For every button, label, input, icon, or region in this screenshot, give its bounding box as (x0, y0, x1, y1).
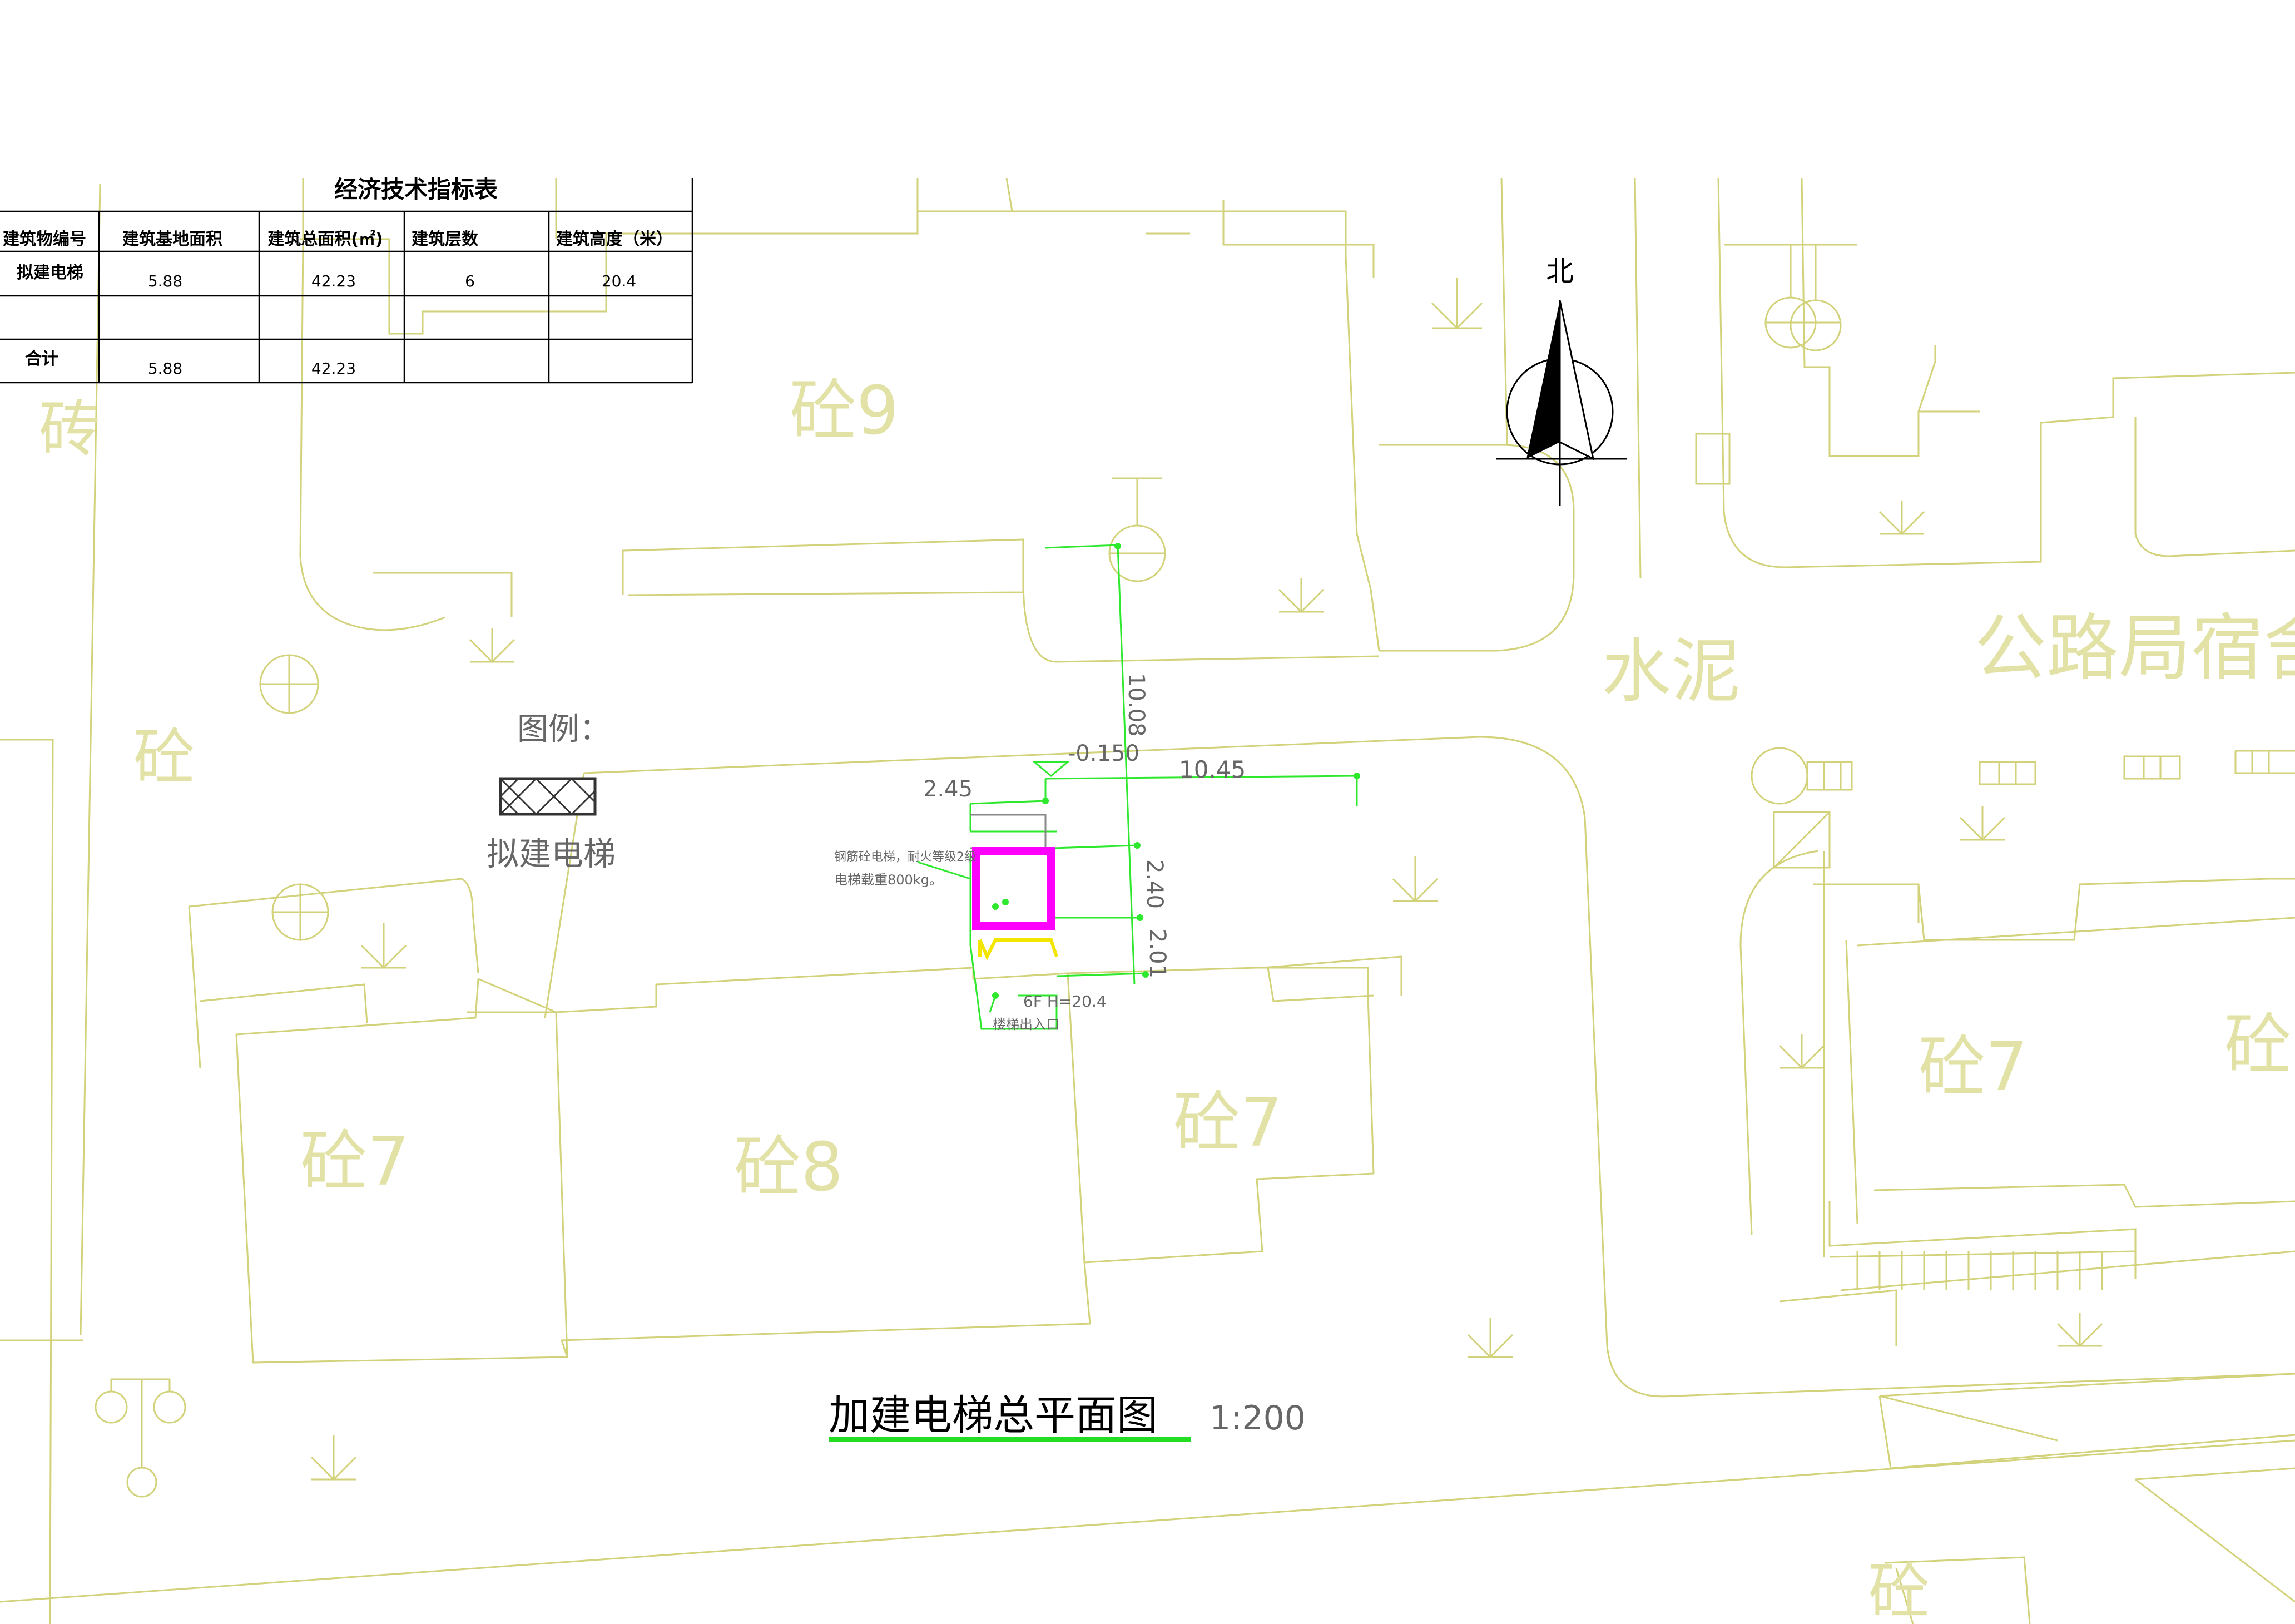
building-labels: 砼9 砼7 砼8 砼7 砼7 砼8 砼 砖 砼 水泥 公路局宿舍 (39, 373, 2295, 1624)
table-cell: 5.88 (148, 272, 182, 290)
drawing-title: 加建电梯总平面图 (829, 1392, 1158, 1439)
table-cell: 42.23 (311, 272, 356, 290)
indicator-table: 经济技术指标表 建筑物编号 建筑基地面积 建筑总面积(㎡) 建筑层数 建筑高度（… (0, 176, 693, 384)
drawing-scale: 1:200 (1210, 1399, 1306, 1438)
table-cell: 6 (465, 272, 475, 290)
building-label: 砼7 (300, 1123, 409, 1201)
table-cell: 拟建电梯 (17, 263, 83, 283)
area-label-dormitory: 公路局宿舍 (1974, 606, 2295, 690)
building-label: 砼 (133, 722, 195, 793)
building-label: 砼8 (734, 1129, 843, 1206)
proposed-elevator (972, 847, 1055, 930)
table-cell: 合计 (25, 349, 58, 369)
building-label: 砖 (39, 394, 100, 465)
dim-text: 10.08 (1123, 673, 1149, 737)
building-label: 砼8 (2224, 1007, 2295, 1084)
legend: 图例： 拟建电梯 (487, 711, 616, 873)
table-header: 建筑物编号 (3, 230, 86, 249)
table-title: 经济技术指标表 (334, 176, 498, 203)
building-label: 砼7 (1919, 1029, 2028, 1106)
drawing-title-block: 加建电梯总平面图 1:200 (829, 1392, 1306, 1442)
site-linework (0, 177, 2295, 1624)
table-header: 建筑层数 (412, 230, 479, 249)
building-label: 砼 (1868, 1556, 1930, 1624)
elevator-note: 钢筋砼电梯，耐火等级2级 (834, 850, 977, 864)
dim-text: 2.45 (923, 776, 973, 802)
table-cell: 20.4 (602, 272, 636, 290)
title-underline (829, 1437, 1191, 1442)
table-cell: 42.23 (311, 359, 356, 378)
entrance-label: 楼梯出入口 (993, 1017, 1059, 1032)
north-label: 北 (1546, 255, 1574, 288)
legend-label: 拟建电梯 (487, 835, 616, 873)
dim-text: 2.40 (1142, 859, 1167, 909)
dim-text: 10.45 (1179, 756, 1246, 783)
dim-text: -0.150 (1068, 741, 1139, 766)
height-label: 6F H=20.4 (1023, 992, 1107, 1011)
table-header: 建筑高度（米） (556, 230, 673, 249)
table-cell: 5.88 (148, 359, 182, 378)
area-label-cement: 水泥 (1602, 631, 1741, 712)
dim-text: 2.01 (1144, 929, 1170, 978)
building-label: 砼9 (790, 373, 899, 450)
building-label: 砼7 (1173, 1085, 1282, 1162)
legend-title: 图例： (517, 711, 611, 747)
legend-hatch-swatch (499, 777, 597, 816)
table-header: 建筑总面积(㎡) (267, 230, 383, 249)
table-header: 建筑基地面积 (122, 230, 222, 249)
elevator-note: 电梯载重800kg。 (834, 872, 943, 888)
north-arrow: 北 (1496, 255, 1627, 506)
elevator-plan: -0.150 10.45 2.45 10.08 2.40 2.01 6F H=2… (834, 543, 1360, 1032)
